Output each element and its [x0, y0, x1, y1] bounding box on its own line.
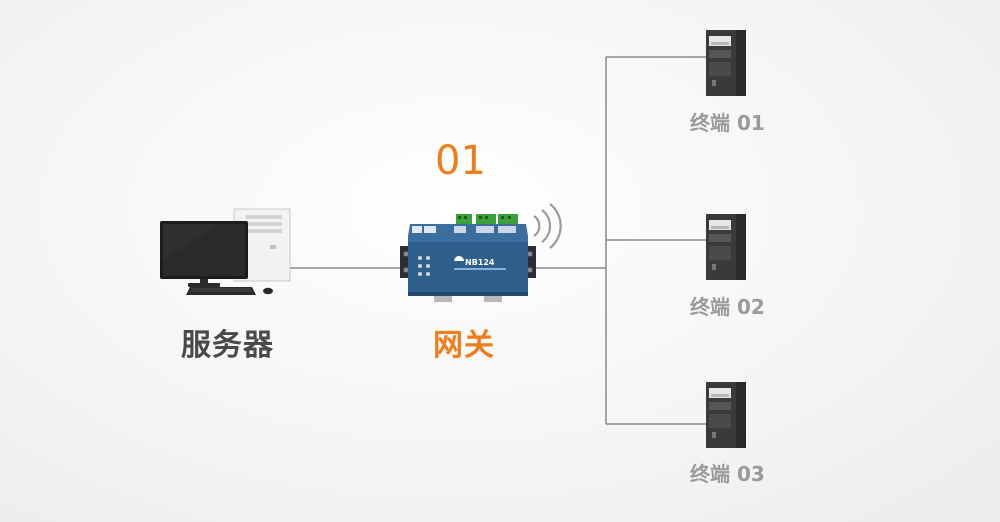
terminal-01-label: 终端 01	[690, 111, 765, 135]
terminal-03-label: 终端 03	[690, 462, 765, 486]
gateway-device-icon: NB124	[400, 214, 536, 302]
gateway-model-label: NB124	[465, 258, 495, 267]
desktop-computer-icon	[160, 208, 291, 295]
gateway-label: 网关	[433, 328, 495, 363]
terminal-01-icon	[706, 30, 746, 96]
terminal-03-icon	[706, 382, 746, 448]
terminal-02-label: 终端 02	[690, 295, 765, 319]
server-label: 服务器	[181, 328, 274, 363]
wireless-signal-icon	[533, 203, 562, 249]
step-number: 01	[435, 138, 486, 184]
terminal-02-icon	[706, 214, 746, 280]
